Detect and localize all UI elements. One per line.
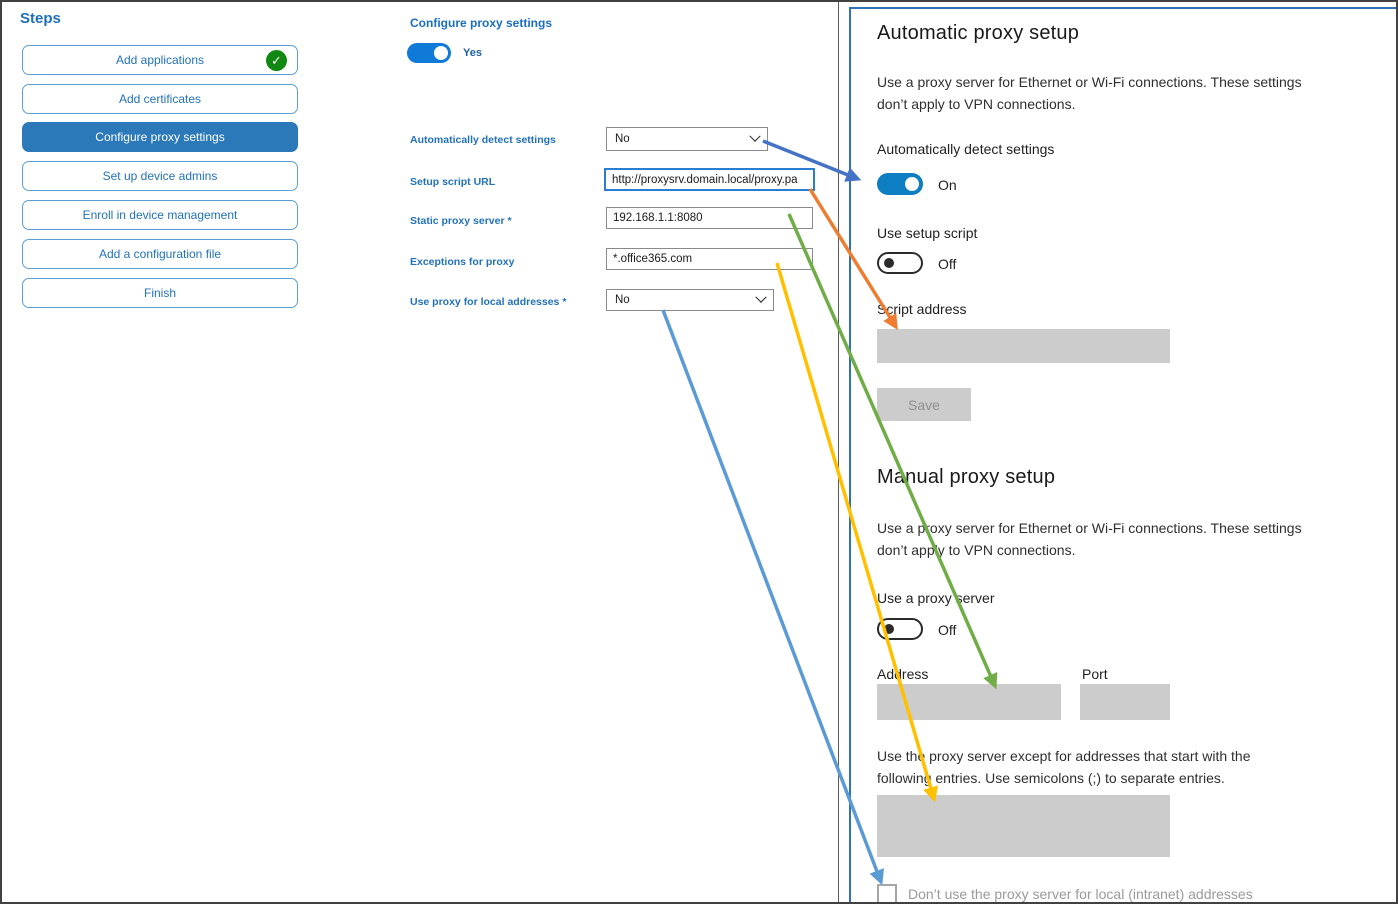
use-setup-script-state: Off — [938, 256, 957, 272]
toggle-knob — [884, 624, 894, 634]
auto-detect-select[interactable]: No — [606, 127, 768, 151]
field-label-use-proxy-local: Use proxy for local addresses * — [410, 296, 567, 308]
sidebar-item-label: Configure proxy settings — [95, 130, 225, 144]
intranet-addresses-checkbox[interactable] — [877, 884, 897, 904]
sidebar-item-label: Add applications — [115, 53, 205, 67]
sidebar-item-enroll-in-device-management[interactable]: Enroll in device management — [22, 200, 298, 230]
page-title: Configure proxy settings — [410, 16, 553, 30]
port-input[interactable] — [1080, 684, 1170, 720]
script-address-input[interactable] — [877, 329, 1170, 363]
port-label: Port — [1082, 666, 1108, 682]
proxy-exceptions-textarea[interactable] — [877, 795, 1170, 857]
manual-proxy-heading: Manual proxy setup — [877, 466, 1056, 488]
toggle-knob — [434, 46, 448, 60]
script-address-label: Script address — [877, 301, 967, 317]
field-label-exceptions-for-proxy: Exceptions for proxy — [410, 256, 515, 268]
use-setup-script-toggle[interactable] — [877, 252, 923, 274]
static-proxy-server-input[interactable] — [606, 207, 813, 229]
sidebar-item-label: Enroll in device management — [82, 208, 238, 222]
proxy-exceptions-description: Use the proxy server except for addresse… — [877, 748, 1251, 786]
select-value: No — [615, 133, 630, 145]
use-proxy-server-toggle[interactable] — [877, 618, 923, 640]
column-divider — [838, 2, 839, 904]
completed-check-icon: ✓ — [266, 50, 287, 71]
intranet-addresses-checkbox-label: Don’t use the proxy server for local (in… — [908, 886, 1253, 902]
steps-title: Steps — [20, 10, 61, 27]
use-proxy-local-select[interactable]: No — [606, 289, 774, 311]
manual-proxy-description: Use a proxy server for Ethernet or Wi-Fi… — [877, 520, 1302, 558]
field-label-auto-detect: Automatically detect settings — [410, 134, 556, 146]
field-label-setup-script-url: Setup script URL — [410, 176, 496, 188]
detect-settings-label: Automatically detect settings — [877, 141, 1055, 157]
sidebar-item-add-a-configuration-file[interactable]: Add a configuration file — [22, 239, 298, 269]
detect-settings-toggle[interactable] — [877, 173, 923, 195]
automatic-proxy-heading: Automatic proxy setup — [877, 22, 1080, 44]
sidebar-item-add-applications[interactable]: Add applications ✓ — [22, 45, 298, 75]
detect-settings-state: On — [938, 177, 957, 193]
sidebar-item-set-up-device-admins[interactable]: Set up device admins — [22, 161, 298, 191]
sidebar-item-add-certificates[interactable]: Add certificates — [22, 84, 298, 114]
field-label-static-proxy-server: Static proxy server * — [410, 215, 512, 227]
address-input[interactable] — [877, 684, 1061, 720]
configure-proxy-toggle-label: Yes — [463, 47, 482, 59]
use-setup-script-label: Use setup script — [877, 225, 978, 241]
configure-proxy-toggle[interactable] — [407, 43, 451, 63]
setup-script-url-input[interactable] — [604, 168, 815, 191]
address-label: Address — [877, 666, 929, 682]
sidebar-item-label: Add a configuration file — [98, 247, 222, 261]
use-proxy-server-state: Off — [938, 622, 957, 638]
select-value: No — [615, 294, 630, 306]
sidebar-item-label: Add certificates — [118, 92, 202, 106]
sidebar-item-label: Set up device admins — [102, 169, 218, 183]
automatic-proxy-description: Use a proxy server for Ethernet or Wi-Fi… — [877, 74, 1302, 112]
sidebar-item-configure-proxy-settings[interactable]: Configure proxy settings — [22, 122, 298, 152]
proxy-exceptions-input[interactable] — [606, 248, 813, 270]
toggle-knob — [884, 258, 894, 268]
use-proxy-server-label: Use a proxy server — [877, 590, 995, 606]
chevron-down-icon — [755, 291, 767, 303]
sidebar-item-label: Finish — [143, 286, 176, 300]
chevron-down-icon — [749, 130, 761, 142]
toggle-knob — [905, 177, 919, 191]
sidebar-item-finish[interactable]: Finish — [22, 278, 298, 308]
save-button[interactable]: Save — [877, 388, 971, 421]
